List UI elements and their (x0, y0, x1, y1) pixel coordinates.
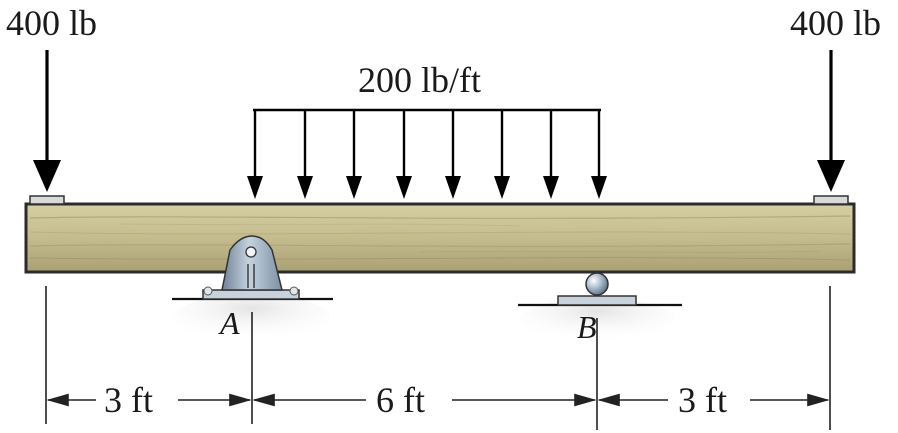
left-bearing-plate (29, 195, 65, 205)
distributed-load-arrow-head (591, 176, 607, 199)
right-point-load-arrow (817, 50, 845, 192)
left-point-load-arrow (33, 50, 61, 192)
pin-support-a (202, 235, 300, 300)
roller-support-b (557, 272, 637, 306)
distributed-load-arrow-head (396, 176, 412, 199)
distributed-load (247, 108, 607, 199)
distributed-load-arrow-head (247, 176, 263, 199)
distributed-load-arrow-head (445, 176, 461, 199)
dimension-extension-lines (45, 286, 831, 430)
distributed-load-arrow-head (494, 176, 510, 199)
dimension-left-label: 3 ft (104, 380, 153, 420)
support-a-label: A (218, 305, 240, 341)
right-point-load-label: 400 lb (790, 3, 881, 43)
distributed-load-arrow-head (543, 176, 559, 199)
wood-beam (24, 202, 856, 274)
dimension-middle-label: 6 ft (376, 380, 425, 420)
distributed-load-label: 200 lb/ft (358, 60, 481, 100)
right-bearing-plate (813, 195, 849, 205)
left-point-load-label: 400 lb (6, 3, 97, 43)
support-b-label: B (577, 309, 597, 345)
dimension-right-label: 3 ft (678, 380, 727, 420)
distributed-load-arrow-head (297, 176, 313, 199)
distributed-load-arrow-head (346, 176, 362, 199)
